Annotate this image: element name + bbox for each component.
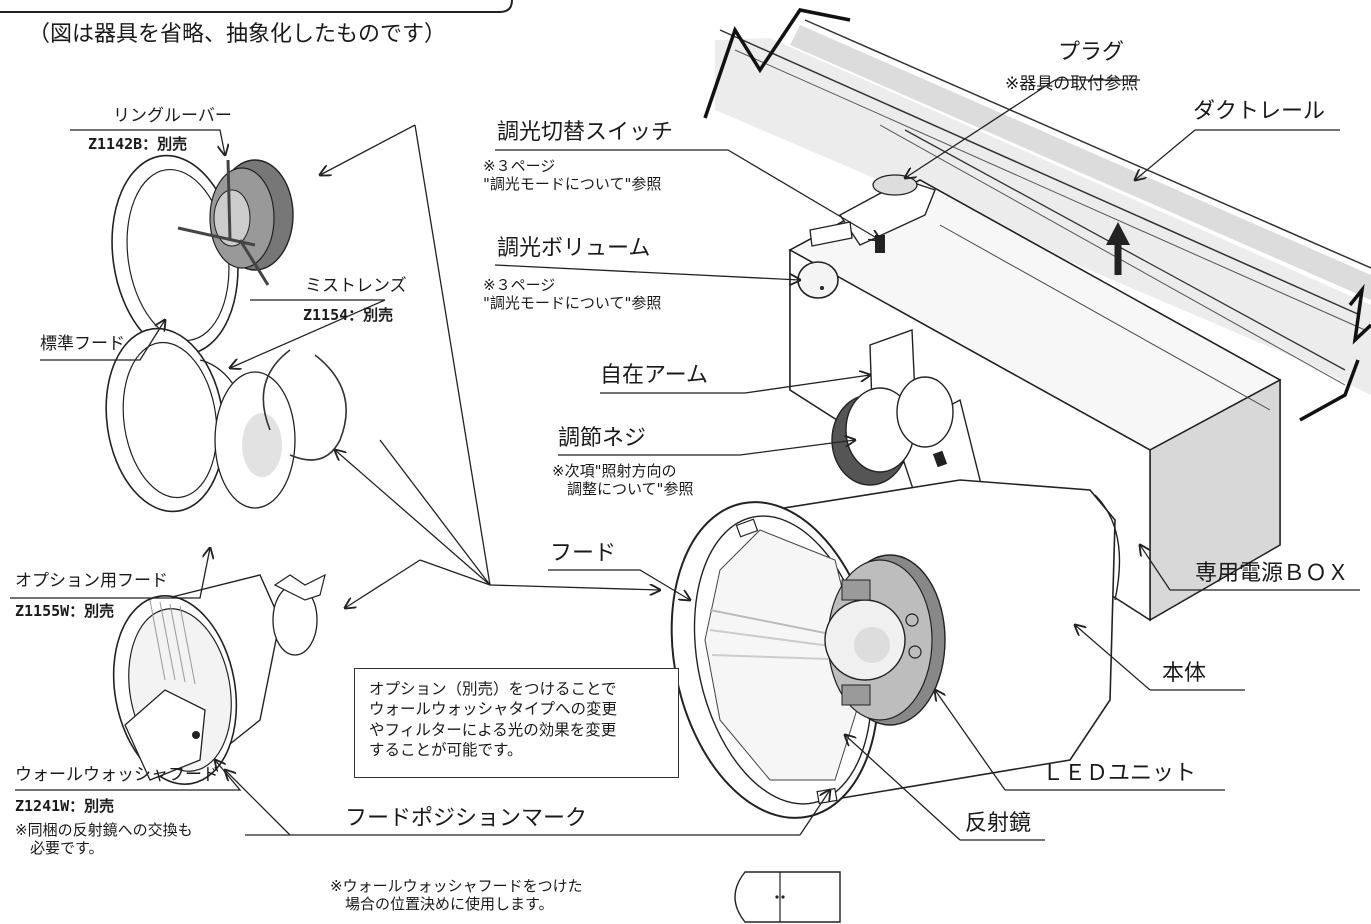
dimmer-switch-ref-note: ※３ページ "調光モードについて"参照 — [483, 157, 662, 193]
main-body-shape — [670, 479, 1121, 819]
hood-label: フード — [550, 541, 617, 566]
hood-position-note: ※ウォールウォッシャフードをつけた 場合の位置決めに使用します。 — [330, 877, 583, 913]
standard-hood-label: 標準フード — [40, 334, 125, 354]
ring-louver-code: Z1142B：別売 — [88, 135, 188, 153]
free-arm-label: 自在アーム — [600, 363, 709, 388]
duct-rail-label: ダクトレール — [1193, 99, 1326, 124]
duct-rail-shape — [703, 8, 1371, 422]
plug-label: プラグ — [1058, 40, 1125, 65]
title-frame-corner — [0, 0, 513, 13]
leader-lines — [10, 79, 1360, 841]
wall-washer-hood-code: Z1241W：別売 — [15, 797, 115, 815]
option-info-box: オプション（別売）をつけることで ウォールウォッシャタイプへの変更 やフィルター… — [354, 668, 679, 778]
dimmer-volume-label: 調光ボリューム — [497, 236, 651, 261]
hood-position-mark-label: フードポジションマーク — [345, 806, 588, 831]
adjust-screw-ref-note: ※次項"照射方向の 調整について"参照 — [552, 462, 694, 498]
wall-washer-hood-note: ※同梱の反射鏡への交換も 必要です。 — [15, 821, 193, 857]
plug-ref-note: ※器具の取付参照 — [1005, 74, 1139, 94]
option-hood-code: Z1155W：別売 — [15, 602, 115, 620]
wall-washer-hood-shape — [112, 573, 326, 785]
mist-lens-code: Z1154：別売 — [303, 306, 394, 324]
ring-louver-shape — [111, 154, 294, 356]
reflector-label: 反射鏡 — [965, 811, 1032, 836]
mist-lens-label: ミストレンズ — [305, 276, 407, 296]
dimmer-volume-ref-note: ※３ページ "調光モードについて"参照 — [483, 276, 662, 312]
wall-washer-hood-label: ウォールウォッシャフード — [15, 765, 219, 785]
ring-louver-label: リングルーバー — [113, 106, 232, 126]
header-note: （図は器具を省略、抽象化したものです） — [28, 22, 447, 47]
option-hood-label: オプション用フード — [15, 571, 168, 591]
dimmer-switch-label: 調光切替スイッチ — [497, 120, 674, 145]
power-box-label: 専用電源ＢＯＸ — [1195, 561, 1350, 586]
hood-position-mark-icon — [734, 871, 841, 923]
adjust-screw-label: 調節ネジ — [558, 426, 647, 451]
mist-lens-shape — [105, 327, 347, 513]
led-unit-label: ＬＥＤユニット — [1042, 761, 1197, 786]
body-label: 本体 — [1162, 661, 1207, 686]
